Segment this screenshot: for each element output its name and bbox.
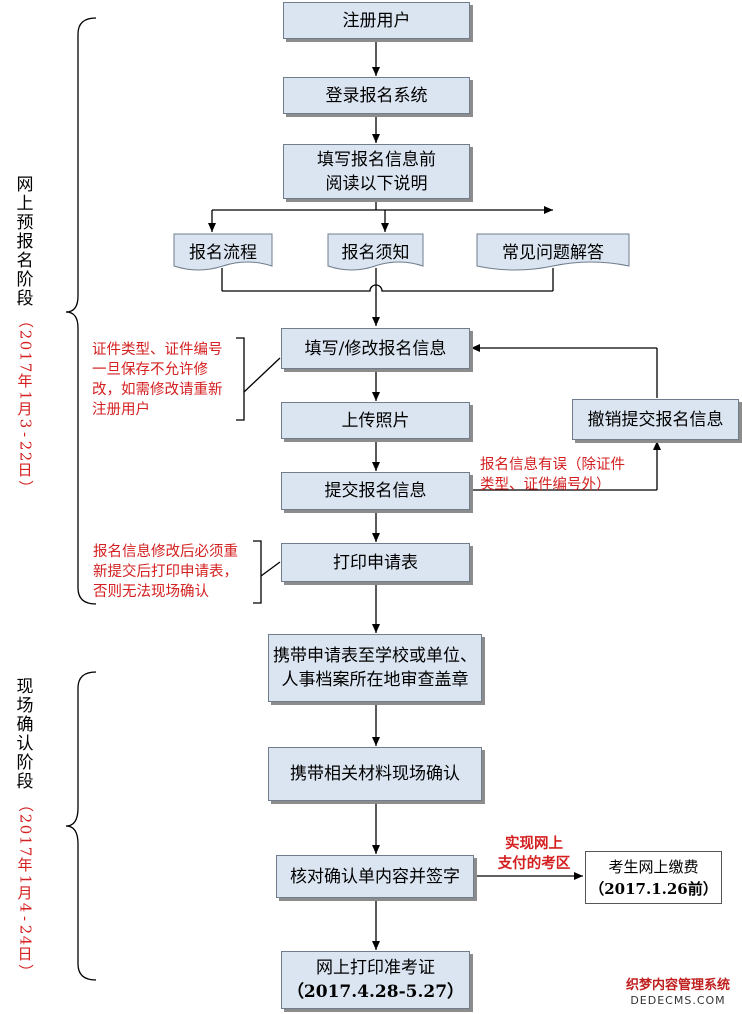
- verify-sign-label: 核对确认单内容并签字: [290, 866, 460, 887]
- print-note: 报名信息修改后必须重 新提交后打印申请表， 否则无法现场确认: [93, 542, 263, 602]
- online-pay-box: 考生网上缴费 （2017.1.26前）: [585, 851, 722, 904]
- doc-process: 报名流程: [174, 238, 272, 263]
- watermark-logo: 织梦内容管理系统 DEDECMS.COM: [616, 978, 740, 1008]
- print-ticket-line1: 网上打印准考证: [316, 958, 435, 978]
- error-note: 报名信息有误（除证件 类型、证件编号外）: [480, 455, 660, 495]
- id-note-line1: 证件类型、证件编号: [92, 342, 223, 358]
- online-stage-title: 网上预报名阶段: [16, 175, 34, 309]
- read-instructions-line1: 填写报名信息前: [317, 149, 436, 170]
- print-ticket-line2: （2017.4.28-5.27）: [286, 982, 465, 1002]
- bring-form-line1: 携带申请表至学校或单位、: [273, 646, 477, 666]
- submit-info-box: 提交报名信息: [281, 472, 470, 510]
- pay-note: 实现网上 支付的考区: [488, 834, 580, 874]
- id-note-bracket: [236, 337, 245, 421]
- print-note-bracket: [253, 540, 262, 604]
- doc-faq: 常见问题解答: [477, 238, 629, 263]
- error-note-line1: 报名信息有误（除证件: [480, 457, 625, 473]
- print-note-line2: 新提交后打印申请表，: [93, 564, 238, 580]
- print-note-line3: 否则无法现场确认: [93, 584, 209, 600]
- register-user-label: 注册用户: [342, 10, 411, 31]
- watermark-line1: 织梦内容管理系统: [625, 978, 730, 993]
- onsite-stage-title: 现场确认阶段: [16, 677, 34, 792]
- doc-process-label: 报名流程: [189, 243, 257, 263]
- doc-join-bottom: [222, 284, 553, 292]
- watermark-line2: DEDECMS.COM: [630, 994, 726, 1007]
- print-ticket-box: 网上打印准考证 （2017.4.28-5.27）: [281, 951, 470, 1009]
- pay-note-line2: 支付的考区: [497, 856, 571, 872]
- revoke-submit-box: 撤销提交报名信息: [572, 399, 739, 440]
- online-stage-brace: [65, 17, 97, 605]
- revoke-submit-label: 撤销提交报名信息: [587, 409, 724, 430]
- bring-form-box: 携带申请表至学校或单位、 人事档案所在地审查盖章: [268, 634, 482, 702]
- id-note-line2: 一旦保存不允许修: [92, 362, 208, 378]
- fill-modify-label: 填写/修改报名信息: [304, 338, 447, 359]
- doc-shape-notice: [327, 233, 424, 271]
- print-form-box: 打印申请表: [281, 543, 470, 582]
- read-instructions-box: 填写报名信息前 阅读以下说明: [283, 144, 470, 199]
- id-note: 证件类型、证件编号 一旦保存不允许修 改，如需修改请重新 注册用户: [92, 340, 242, 420]
- id-note-line3: 改，如需修改请重新: [92, 382, 223, 398]
- bring-materials-box: 携带相关材料现场确认: [268, 747, 482, 801]
- print-note-callout: [260, 561, 281, 577]
- upload-photo-label: 上传照片: [341, 410, 410, 431]
- upload-photo-box: 上传照片: [281, 402, 470, 439]
- print-note-line1: 报名信息修改后必须重: [93, 544, 238, 560]
- bring-form-line2: 人事档案所在地审查盖章: [281, 670, 469, 690]
- doc-notice: 报名须知: [328, 238, 423, 263]
- login-system-box: 登录报名系统: [283, 77, 470, 114]
- online-pay-line1: 考生网上缴费: [608, 857, 699, 876]
- register-user-box: 注册用户: [283, 2, 470, 39]
- doc-shape-process: [173, 233, 273, 271]
- login-system-label: 登录报名系统: [325, 85, 428, 106]
- doc-shape-faq: [476, 233, 630, 271]
- error-note-line2: 类型、证件编号外）: [480, 477, 611, 493]
- online-pay-line2: （2017.1.26前）: [589, 879, 718, 898]
- print-form-label: 打印申请表: [333, 552, 418, 573]
- doc-notice-label: 报名须知: [341, 243, 410, 263]
- doc-faq-label: 常见问题解答: [502, 243, 604, 263]
- pay-note-line1: 实现网上: [505, 836, 563, 852]
- verify-sign-box: 核对确认单内容并签字: [276, 855, 474, 898]
- fill-modify-box: 填写/修改报名信息: [281, 328, 470, 369]
- id-note-line4: 注册用户: [92, 402, 150, 418]
- onsite-stage-brace: [65, 671, 97, 981]
- bring-materials-label: 携带相关材料现场确认: [290, 764, 460, 784]
- id-note-callout: [243, 357, 281, 393]
- read-instructions-line2: 阅读以下说明: [325, 173, 428, 194]
- submit-info-label: 提交报名信息: [324, 481, 427, 501]
